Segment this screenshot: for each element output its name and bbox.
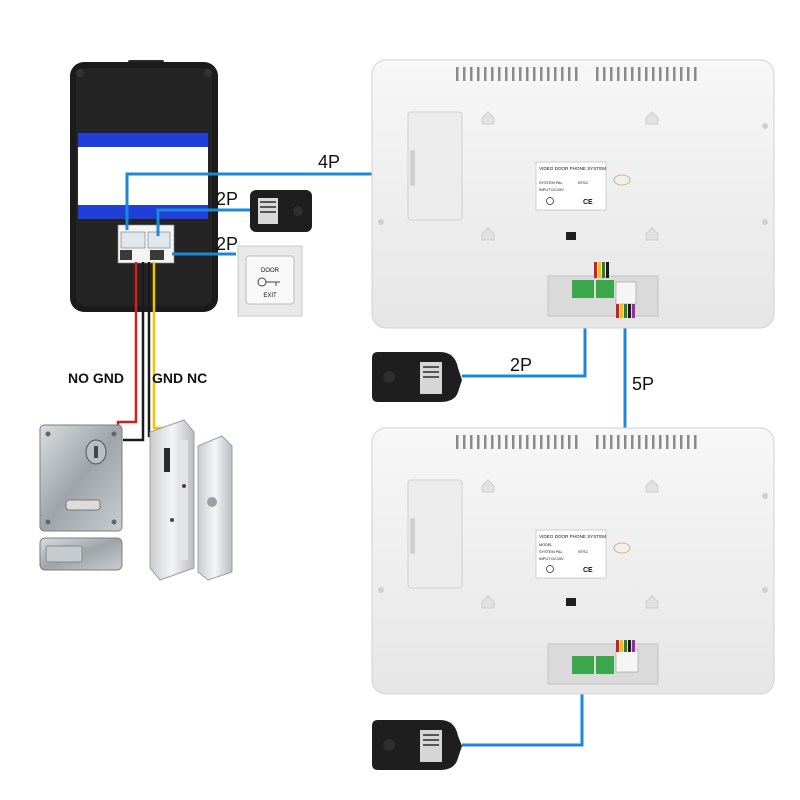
monitor-2-label-system: SYSTEM PAL [539, 550, 563, 554]
monitor-1-label-system: SYSTEM PAL [539, 181, 563, 185]
monitor-1-label-ntsc: NTSC [578, 181, 589, 185]
label-2p-power-monitor: 2P [510, 355, 532, 375]
vent-slots-2 [456, 435, 697, 449]
svg-text:CE: CE [583, 567, 593, 574]
vent-slots-1 [456, 67, 697, 81]
power-adapter-monitor-2 [372, 720, 462, 770]
monitor-2-label-input: INPUT DC15V [539, 557, 564, 561]
exit-button: DOOR EXIT [237, 245, 303, 317]
power-adapter-monitor-1 [372, 352, 462, 402]
exit-button-bottom-text: EXIT [263, 293, 277, 299]
electric-lock [39, 424, 123, 571]
magnetic-lock [149, 419, 233, 581]
svg-text:CE: CE [583, 199, 593, 206]
monitor-2-label-model: MODEL [539, 543, 553, 547]
wire-power-outdoor [156, 208, 250, 236]
power-adapter-outdoor [250, 190, 312, 232]
exit-button-top-text: DOOR [261, 268, 280, 274]
label-2p-exit-button: 2P [216, 234, 238, 254]
label-4p: 4P [318, 152, 340, 172]
connector-wires-top-1 [594, 262, 609, 278]
monitor-2-label-title: VIDEO DOOR PHONE SYSTEM [539, 534, 606, 539]
label-gnd-nc: GND NC [152, 370, 207, 386]
connector-wires-top-2 [616, 640, 635, 652]
connector-wires-bottom-1 [616, 304, 635, 318]
indoor-monitor-2: VIDEO DOOR PHONE SYSTEM MODEL SYSTEM PAL… [371, 427, 775, 695]
monitor-1-label-title: VIDEO DOOR PHONE SYSTEM [539, 166, 606, 171]
label-5p: 5P [632, 374, 654, 394]
indoor-monitor-1: VIDEO DOOR PHONE SYSTEM SYSTEM PAL NTSC … [371, 59, 775, 329]
monitor-2-label-ntsc: NTSC [578, 550, 589, 554]
label-2p-power-outdoor: 2P [216, 189, 238, 209]
label-no-gnd: NO GND [68, 370, 124, 386]
monitor-1-label-input: INPUT DC15V [539, 188, 564, 192]
